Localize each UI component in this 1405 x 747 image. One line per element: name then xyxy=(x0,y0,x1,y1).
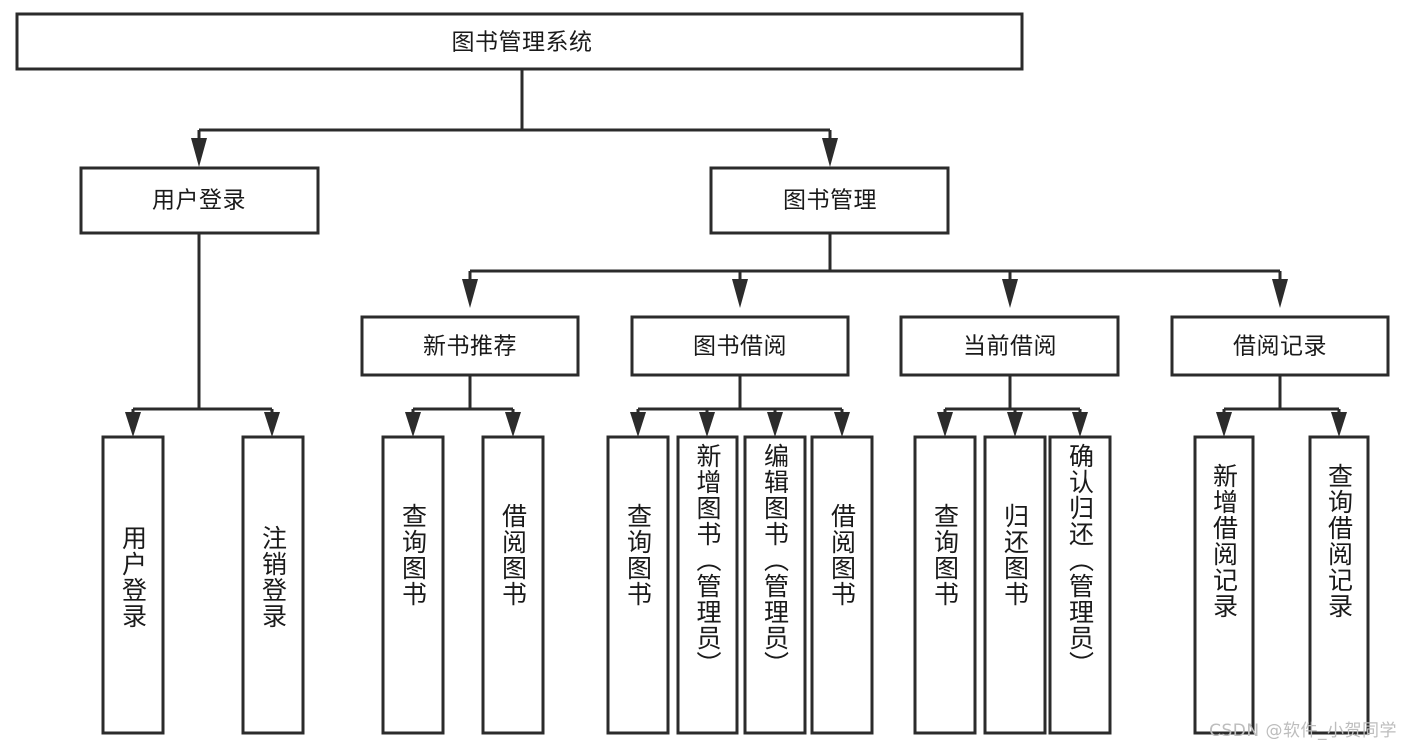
leaf-box-confirm-return-admin[interactable] xyxy=(1048,435,1112,735)
node-new-book-recommend-label: 新书推荐 xyxy=(423,334,517,360)
connector-currentborrow-to-leaves xyxy=(937,376,1088,437)
node-borrow-record-label: 借阅记录 xyxy=(1233,334,1327,360)
node-book-borrow-label: 图书借阅 xyxy=(693,334,787,360)
node-current-borrow[interactable]: 当前借阅 xyxy=(899,315,1120,377)
leaf-box-query-borrow-record[interactable] xyxy=(1308,435,1370,735)
leaf-box-borrow-book-2[interactable] xyxy=(810,435,874,735)
leaf-box-add-borrow-record[interactable] xyxy=(1193,435,1255,735)
node-user-login-label: 用户登录 xyxy=(152,188,246,214)
node-current-borrow-label: 当前借阅 xyxy=(963,334,1057,360)
leaf-box-add-book-admin[interactable] xyxy=(676,435,739,735)
connector-root-to-level2 xyxy=(191,69,838,167)
leaf-box-query-book-3[interactable] xyxy=(913,435,977,735)
node-new-book-recommend[interactable]: 新书推荐 xyxy=(360,315,580,377)
connector-borrowrecord-to-leaves xyxy=(1216,376,1347,437)
leaf-box-return-book[interactable] xyxy=(983,435,1047,735)
node-borrow-record[interactable]: 借阅记录 xyxy=(1170,315,1390,377)
connector-bookmanage-to-level3 xyxy=(462,233,1288,308)
node-system-root[interactable]: 图书管理系统 xyxy=(15,12,1024,71)
leaf-box-query-book-2[interactable] xyxy=(606,435,670,735)
node-system-root-label: 图书管理系统 xyxy=(452,30,593,56)
csdn-watermark: CSDN @软件_小贺同学 xyxy=(1209,721,1397,741)
node-book-manage[interactable]: 图书管理 xyxy=(709,166,950,235)
leaf-box-edit-book-admin[interactable] xyxy=(743,435,807,735)
connector-userlogin-to-leaves xyxy=(125,233,280,437)
leaf-box-borrow-book-1[interactable] xyxy=(481,435,545,735)
leaf-box-logout-login[interactable] xyxy=(241,435,305,735)
node-book-manage-label: 图书管理 xyxy=(783,188,877,214)
connector-newbook-to-leaves xyxy=(405,376,521,437)
leaf-box-user-login[interactable] xyxy=(101,435,165,735)
node-user-login[interactable]: 用户登录 xyxy=(79,166,320,235)
connector-bookborrow-to-leaves xyxy=(630,376,850,437)
node-book-borrow[interactable]: 图书借阅 xyxy=(630,315,850,377)
leaf-box-query-book-1[interactable] xyxy=(381,435,445,735)
